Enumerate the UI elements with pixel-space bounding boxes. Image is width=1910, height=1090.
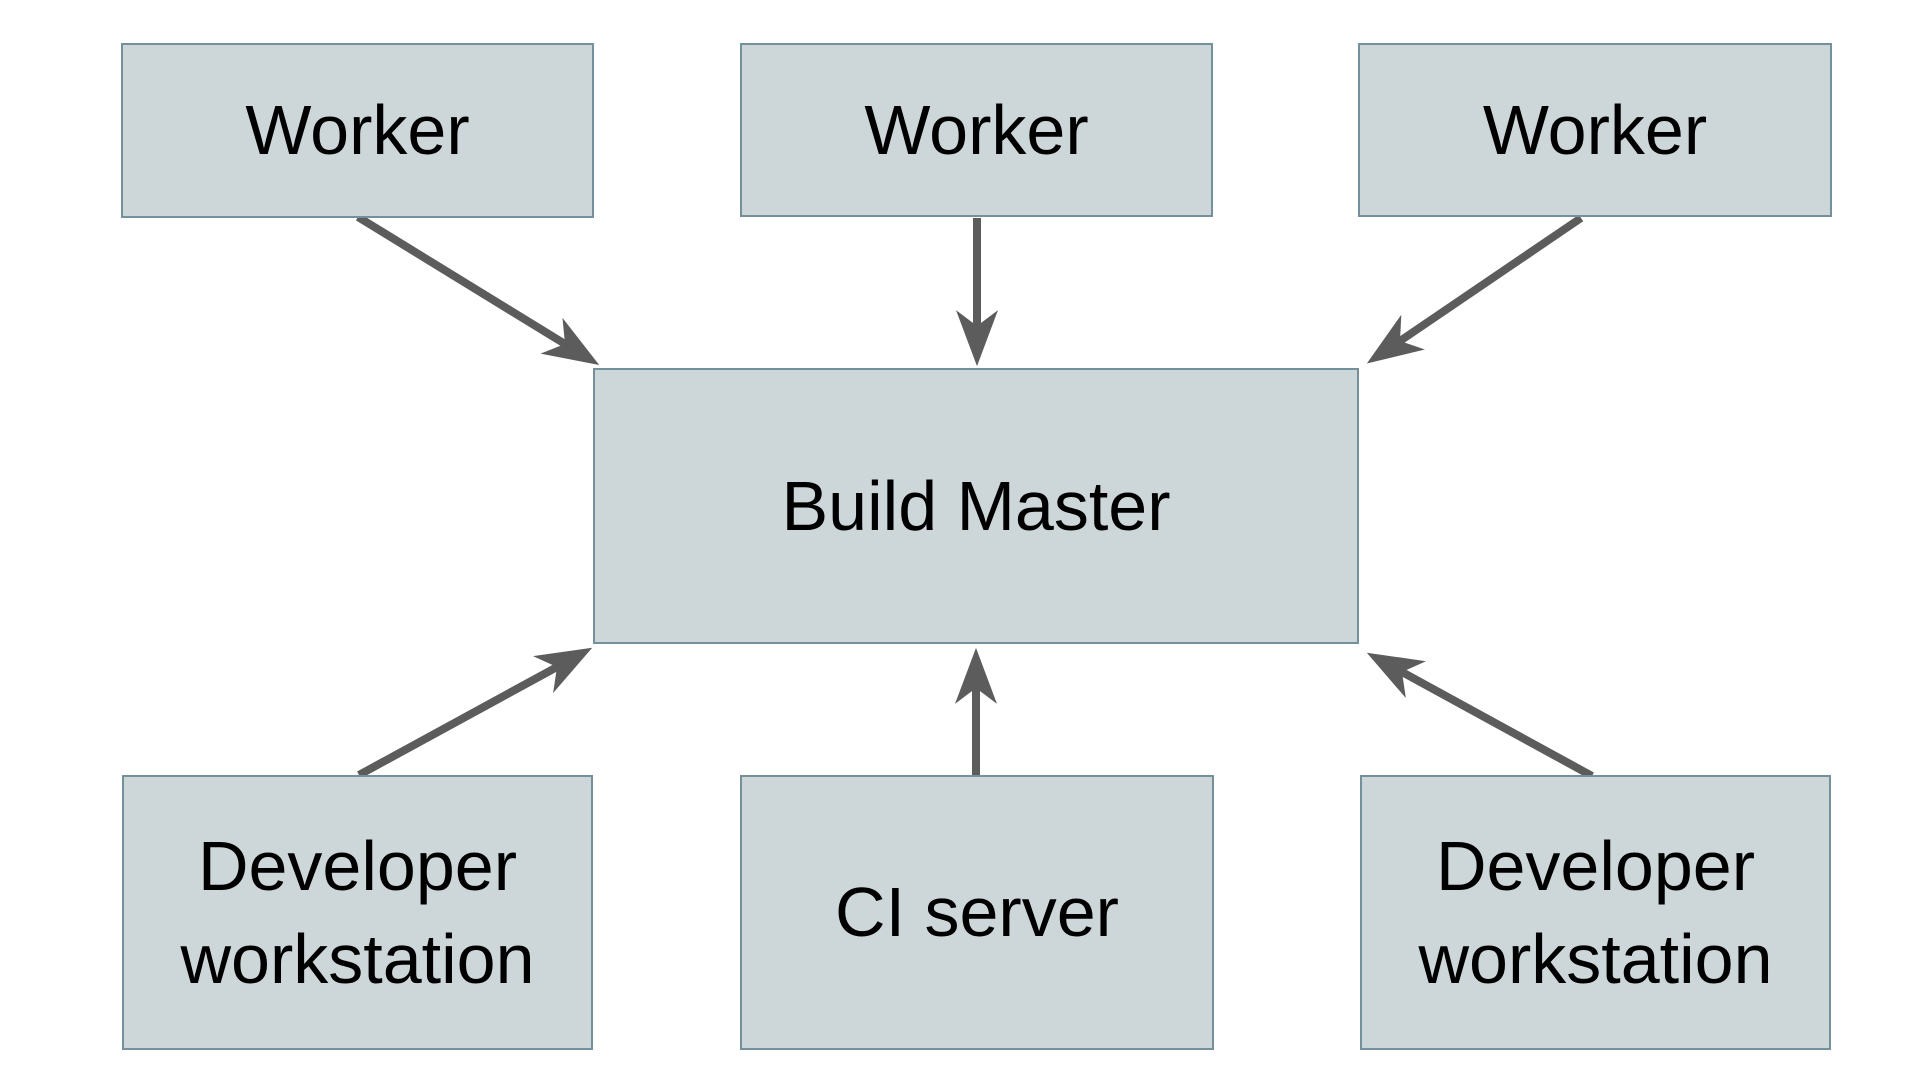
arrow-worker-3-to-build-master xyxy=(1366,214,1584,364)
node-developer-workstation-left: Developer workstation xyxy=(122,775,593,1050)
arrow-worker-1-to-build-master xyxy=(355,213,600,365)
node-build-master-label: Build Master xyxy=(781,466,1171,545)
node-ci-server: CI server xyxy=(740,775,1214,1050)
node-developer-workstation-right-label: Developer workstation xyxy=(1418,827,1773,998)
node-worker-3-label: Worker xyxy=(1482,90,1708,169)
node-build-master: Build Master xyxy=(593,368,1359,644)
node-worker-2: Worker xyxy=(740,43,1213,217)
arrow-dev-ws-2-to-build-master xyxy=(1366,652,1594,780)
node-developer-workstation-left-label: Developer workstation xyxy=(180,827,535,998)
node-worker-2-label: Worker xyxy=(864,90,1089,169)
node-worker-1: Worker xyxy=(121,43,594,218)
node-developer-workstation-right: Developer workstation xyxy=(1360,775,1831,1050)
node-ci-server-label: CI server xyxy=(835,873,1119,952)
arrow-dev-ws-1-to-build-master xyxy=(357,647,593,779)
node-worker-3: Worker xyxy=(1358,43,1832,217)
node-worker-1-label: Worker xyxy=(245,91,470,170)
